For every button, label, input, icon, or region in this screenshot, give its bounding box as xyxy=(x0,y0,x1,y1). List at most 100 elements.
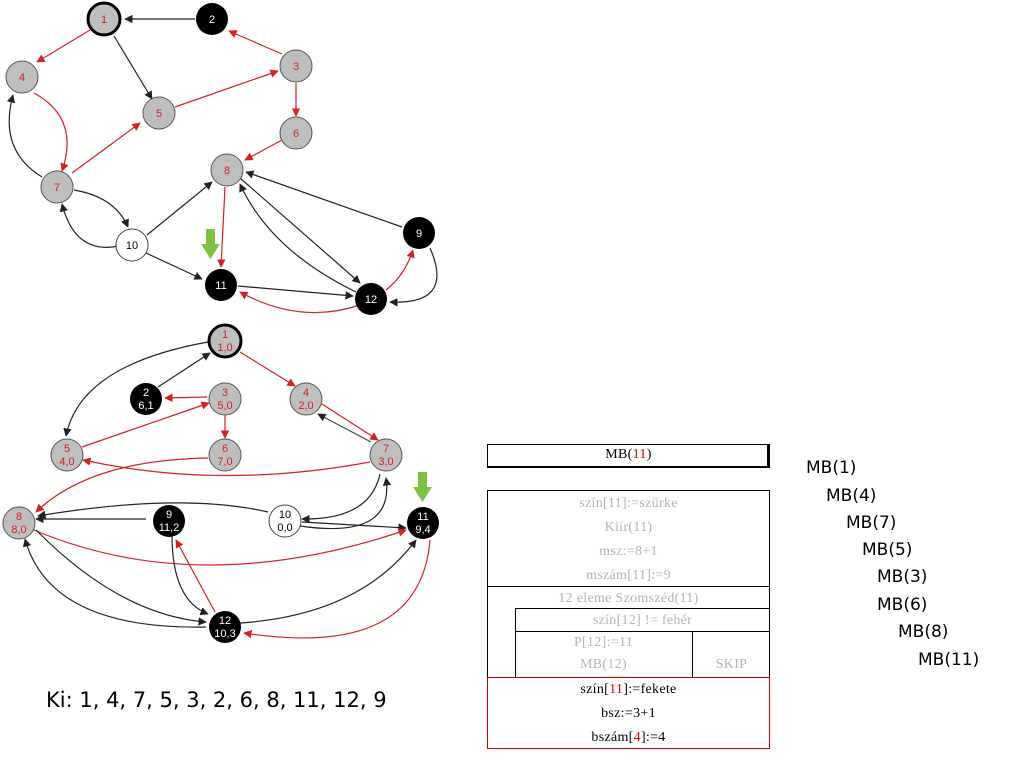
bottom-node-4-sub: 2,0 xyxy=(298,400,313,412)
edge-bot-2-1 xyxy=(157,352,211,388)
edge-bot-4-7 xyxy=(321,403,379,441)
top-node-5: 5 xyxy=(142,96,176,130)
top-node-8-label: 8 xyxy=(224,165,230,177)
bottom-node-7: 7 3,0 xyxy=(369,438,403,472)
edge-top-10-8 xyxy=(146,181,213,236)
bottom-graph-nodes: 1 1,0 2 6,1 3 5,0 4 2,0 5 4,0 6 7,0 xyxy=(2,323,439,643)
top-node-3-label: 3 xyxy=(293,61,299,73)
top-node-7-label: 7 xyxy=(54,182,60,194)
loop-body xyxy=(515,608,770,678)
bottom-graph-edges xyxy=(22,341,431,639)
top-node-5-label: 5 xyxy=(156,108,162,120)
top-node-11: 11 xyxy=(205,269,237,301)
divider xyxy=(487,586,770,587)
bottom-node-5: 5 4,0 xyxy=(50,438,84,472)
top-node-4-label: 4 xyxy=(19,72,25,84)
bottom-node-7-label: 7 xyxy=(383,443,389,455)
bottom-node-1-sub: 1,0 xyxy=(217,342,232,354)
divider xyxy=(515,631,770,632)
edge-bot-7-4 xyxy=(317,413,372,443)
structogram-body xyxy=(487,490,770,678)
structogram-header xyxy=(487,444,770,468)
top-node-4: 4 xyxy=(5,60,39,94)
bottom-node-8: 8 8,0 xyxy=(2,506,36,540)
condition: szín[12] != fehér xyxy=(592,613,693,628)
edge-top-1-5 xyxy=(113,35,153,100)
top-node-8: 8 xyxy=(210,153,244,187)
bottom-node-3-label: 3 xyxy=(222,387,228,399)
edge-bot-10-8 xyxy=(37,502,269,519)
top-node-1-label: 1 xyxy=(101,14,107,26)
stmt-line: msz:=8+1 xyxy=(599,544,658,559)
edge-top-12-9 xyxy=(385,249,415,291)
branch-yes-line: P[12]:=11 xyxy=(573,635,634,650)
bottom-node-5-sub: 4,0 xyxy=(59,456,74,468)
top-green-arrow-icon xyxy=(201,229,220,259)
call-stack-item: MB(7) xyxy=(846,513,897,533)
final-block xyxy=(487,677,770,749)
edge-bot-5-3 xyxy=(81,401,210,448)
edge-bot-1-4 xyxy=(239,351,296,387)
branch-no: SKIP xyxy=(715,657,748,672)
bottom-node-7-sub: 3,0 xyxy=(378,456,393,468)
edge-bot-12-11 xyxy=(239,539,417,624)
top-node-2: 2 xyxy=(196,3,228,35)
edge-top-1-4 xyxy=(36,29,91,63)
edge-bot-12-9 xyxy=(175,539,216,613)
bottom-node-4: 4 2,0 xyxy=(289,382,323,416)
stmt-line: Kiír(11) xyxy=(604,520,653,535)
top-node-9-label: 9 xyxy=(416,228,422,240)
bottom-node-9-sub: 11,2 xyxy=(159,522,180,534)
edge-top-8-11 xyxy=(217,186,226,268)
edge-bot-7-10 xyxy=(301,473,381,524)
call-stack-item: MB(4) xyxy=(826,486,877,506)
edge-bot-7-5 xyxy=(82,457,371,477)
bottom-node-8-sub: 8,0 xyxy=(11,524,26,536)
edge-top-12-11 xyxy=(239,291,361,314)
edge-bot-12-8 xyxy=(22,538,207,628)
top-node-1: 1 xyxy=(86,1,122,37)
top-node-10: 10 xyxy=(115,228,149,262)
top-node-12: 12 xyxy=(355,283,387,315)
bottom-node-5-label: 5 xyxy=(64,443,70,455)
edge-bot-6-8 xyxy=(35,457,209,513)
final-line-3: bszám[4]:=4 xyxy=(591,730,666,745)
edge-bot-10-11 xyxy=(301,521,407,532)
top-node-9: 9 xyxy=(403,217,435,249)
edge-bot-8-12 xyxy=(35,529,207,626)
call-stack-item: MB(8) xyxy=(898,622,949,642)
bottom-node-4-label: 4 xyxy=(303,387,309,399)
top-node-11-label: 11 xyxy=(215,280,226,292)
bottom-node-12: 12 10,3 xyxy=(209,611,241,643)
structogram-header-text: MB(11) xyxy=(605,447,652,462)
loop-header: 12 eleme Szomszéd(11) xyxy=(558,591,699,606)
bottom-node-8-label: 8 xyxy=(16,511,22,523)
bottom-node-11-label: 11 xyxy=(417,511,428,523)
output-sequence: Ki: 1, 4, 7, 5, 3, 2, 6, 8, 11, 12, 9 xyxy=(46,688,387,712)
bottom-node-2-label: 2 xyxy=(143,387,149,399)
call-stack-item: MB(3) xyxy=(877,567,928,587)
stmt-line: mszám[11]:=9 xyxy=(586,568,671,583)
bottom-node-9: 9 11,2 xyxy=(153,505,185,537)
bottom-node-6-label: 6 xyxy=(222,443,228,455)
bottom-node-12-sub: 10,3 xyxy=(214,628,235,640)
edge-top-9-12 xyxy=(389,247,438,307)
top-node-10-label: 10 xyxy=(126,240,138,252)
call-stack-item: MB(1) xyxy=(806,458,857,478)
top-graph-edges xyxy=(6,14,438,314)
final-line-2: bsz:=3+1 xyxy=(601,706,656,721)
edge-top-12-8 xyxy=(239,183,357,293)
final-line-1: szín[11]:=fekete xyxy=(580,682,677,697)
edge-top-7-10 xyxy=(73,189,129,228)
bottom-node-6: 6 7,0 xyxy=(208,438,242,472)
bottom-green-arrow-icon xyxy=(413,472,432,502)
bottom-node-6-sub: 7,0 xyxy=(217,456,232,468)
edge-bot-8-11 xyxy=(33,528,407,566)
branch-yes-line: MB(12) xyxy=(580,657,627,672)
edge-bot-10-7 xyxy=(299,477,392,530)
top-node-6-label: 6 xyxy=(293,128,299,140)
edge-top-4-7 xyxy=(33,92,69,172)
bottom-node-9-label: 9 xyxy=(166,509,172,521)
edge-top-11-12 xyxy=(237,285,354,300)
edge-top-9-8 xyxy=(245,170,403,228)
